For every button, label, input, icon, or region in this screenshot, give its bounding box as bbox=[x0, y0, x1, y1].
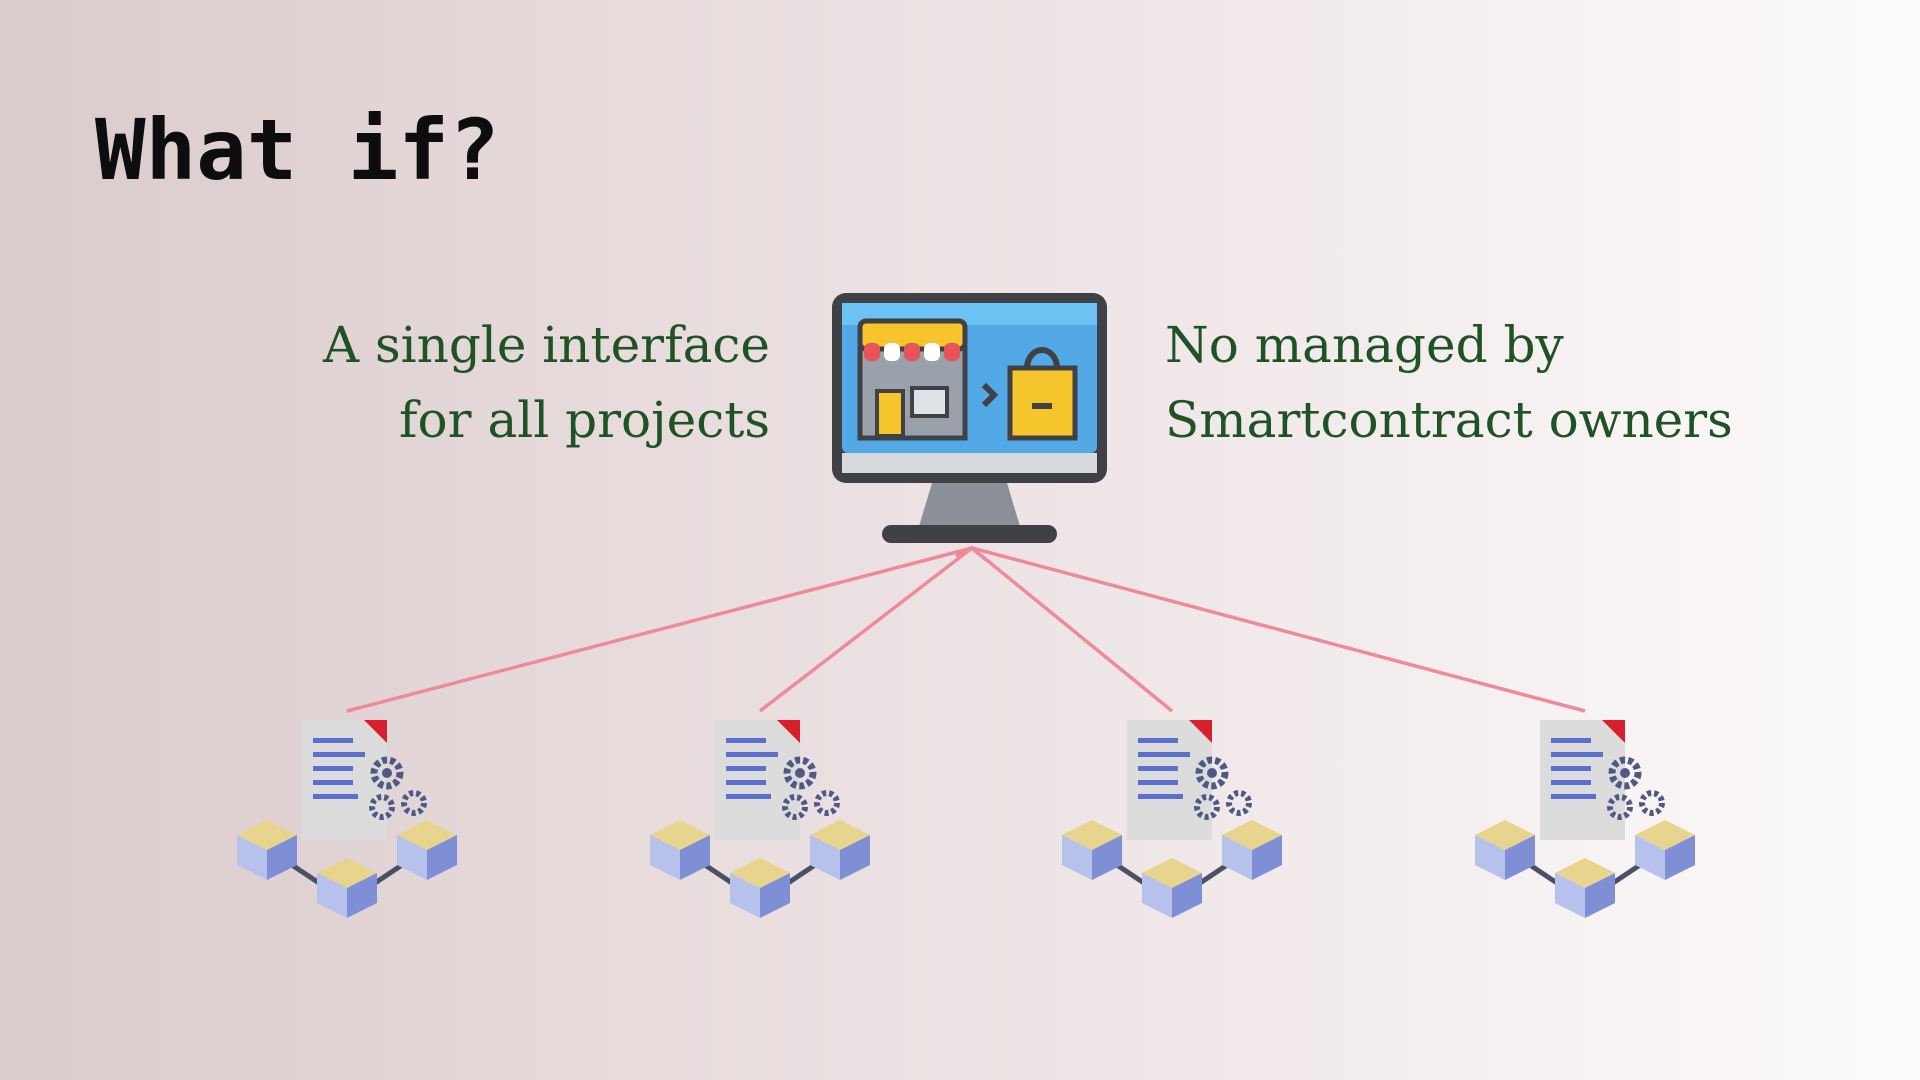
connector-4 bbox=[971, 546, 1586, 713]
contract-node-2 bbox=[650, 720, 870, 918]
computer-store-icon bbox=[832, 293, 1107, 543]
connector-2 bbox=[758, 546, 974, 713]
right-caption-line-1: No managed by bbox=[1165, 316, 1564, 374]
contract-node-1 bbox=[237, 720, 457, 918]
contract-node-3 bbox=[1062, 720, 1282, 918]
connectors bbox=[346, 545, 1586, 713]
left-caption-line-2: for all projects bbox=[399, 391, 770, 449]
contract-node-4 bbox=[1475, 720, 1695, 918]
left-caption: A single interface for all projects bbox=[250, 308, 770, 458]
right-caption: No managed by Smartcontract owners bbox=[1165, 308, 1785, 458]
left-caption-line-1: A single interface bbox=[322, 316, 770, 374]
right-caption-line-2: Smartcontract owners bbox=[1165, 391, 1733, 449]
connector-arrowhead bbox=[955, 545, 988, 562]
connector-3 bbox=[970, 546, 1174, 713]
slide-title: What if? bbox=[95, 101, 500, 199]
connector-1 bbox=[346, 546, 973, 713]
